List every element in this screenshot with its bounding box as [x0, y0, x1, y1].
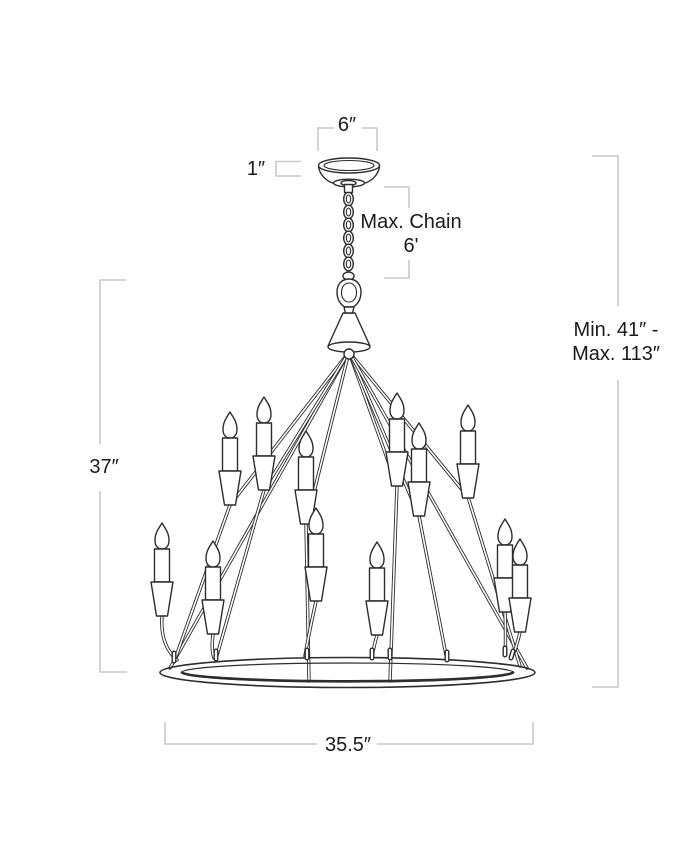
- flame: [369, 541, 385, 569]
- overall-height-label: Min. 41″ - Max. 113″: [572, 318, 660, 366]
- candle-sleeve: [204, 566, 222, 601]
- dim-canopy-width-bracket: [317, 127, 378, 151]
- loop-finial: [336, 271, 362, 314]
- candle: [456, 404, 480, 499]
- candle: [508, 538, 532, 633]
- chain: [343, 191, 355, 272]
- candle: [218, 411, 242, 506]
- candle: [252, 396, 276, 491]
- candle-sleeve: [221, 437, 239, 472]
- flame: [154, 522, 170, 550]
- ring-ferrules: [171, 645, 516, 664]
- dim-fixture-height-bracket: [99, 279, 127, 673]
- candle-sleeve: [297, 456, 315, 491]
- candle: [407, 422, 431, 517]
- canopy-width-value: 6″: [337, 114, 357, 136]
- candle-sleeve: [511, 564, 529, 599]
- candle-cup: [508, 597, 532, 633]
- fixture-width-value: 35.5″: [324, 734, 372, 756]
- canopy-height-label: 1″: [247, 157, 265, 181]
- flame: [512, 538, 528, 566]
- dim-overall-height-bracket: [592, 155, 619, 688]
- max-chain-line1: Max. Chain: [360, 211, 462, 233]
- upper-candle-stems: [172, 484, 522, 683]
- candle-cup: [456, 463, 480, 499]
- candle-cup: [218, 470, 242, 506]
- dim-canopy-height-bracket: [275, 160, 301, 177]
- candle-sleeve: [496, 544, 514, 579]
- overall-height-line1: Min. 41″ -: [573, 319, 659, 341]
- fixture-height-value: 37″: [89, 456, 119, 478]
- dimension-brackets: [99, 127, 619, 745]
- ceiling-canopy: [317, 157, 381, 194]
- chandelier-drawing: [150, 157, 536, 689]
- candle-sleeve: [255, 422, 273, 457]
- candle-cup: [365, 600, 389, 636]
- max-chain-label: Max. Chain 6': [360, 210, 461, 258]
- candle-cup: [385, 451, 409, 487]
- canopy-width-label: 6″: [338, 113, 356, 137]
- flame: [222, 411, 238, 439]
- flame: [411, 422, 427, 450]
- candle-cup: [150, 581, 174, 617]
- bottom-ring: [159, 656, 536, 689]
- candle-sleeve: [153, 548, 171, 583]
- candle-cup: [407, 481, 431, 517]
- max-chain-line2: 6': [403, 235, 419, 257]
- candle-sleeve: [368, 567, 386, 602]
- flame: [256, 396, 272, 424]
- candle: [365, 541, 389, 636]
- candle: [493, 518, 517, 613]
- flame: [460, 404, 476, 432]
- candle: [385, 392, 409, 487]
- flame: [389, 392, 405, 420]
- candle-cup: [252, 455, 276, 491]
- flame: [497, 518, 513, 546]
- candle-sleeve: [410, 448, 428, 483]
- candle: [304, 507, 328, 602]
- candle-sleeve: [459, 430, 477, 465]
- fixture-width-label: 35.5″: [325, 733, 371, 757]
- candle-sleeve: [388, 418, 406, 453]
- candle-sleeve: [307, 533, 325, 568]
- apex-cone: [327, 312, 371, 360]
- fixture-height-label: 37″: [89, 455, 118, 479]
- dim-max-chain-bracket: [384, 186, 410, 279]
- flame: [205, 540, 221, 568]
- candle: [201, 540, 225, 635]
- candle-cup: [304, 566, 328, 602]
- dim-fixture-width-bracket: [164, 722, 534, 745]
- candle-cup: [201, 599, 225, 635]
- candle: [150, 522, 174, 617]
- canopy-height-value: 1″: [246, 158, 266, 180]
- overall-height-line2: Max. 113″: [572, 343, 660, 365]
